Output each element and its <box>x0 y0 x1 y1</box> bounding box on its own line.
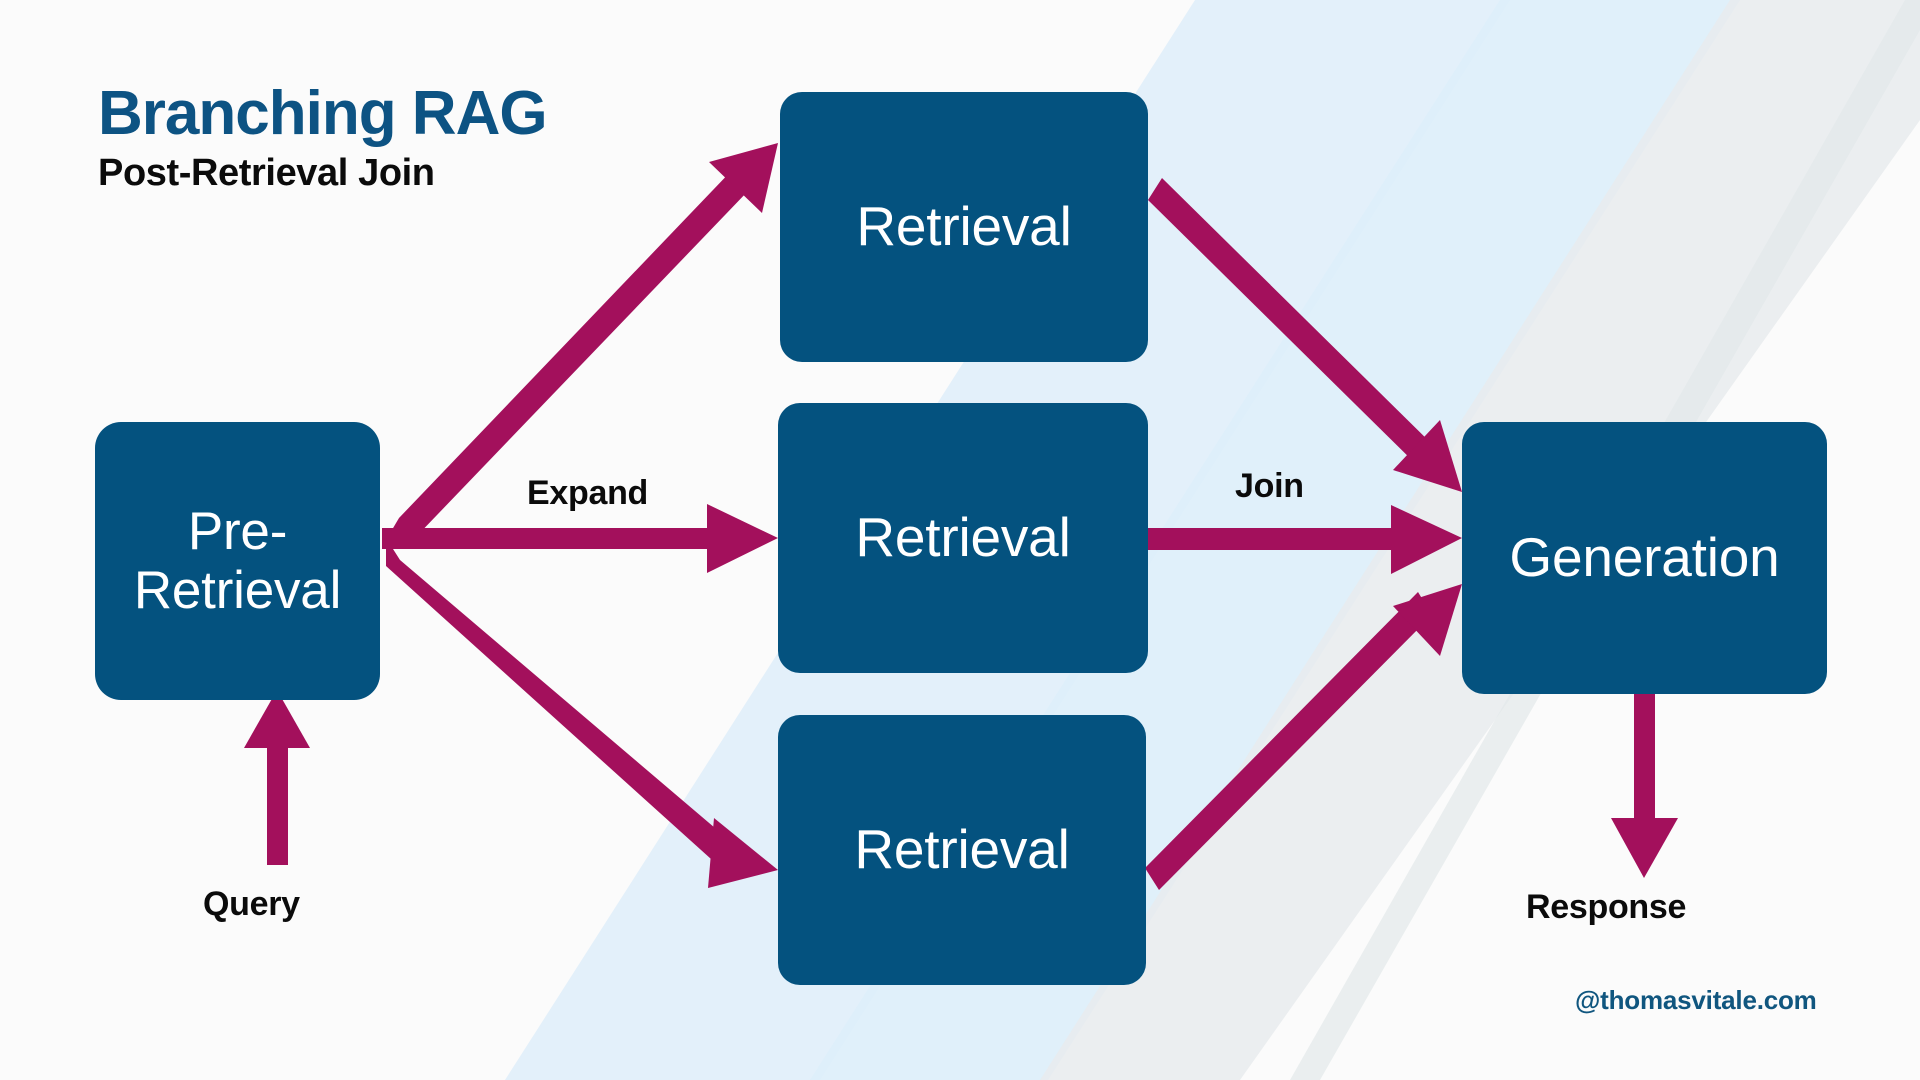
node-retrieval-top[interactable]: Retrieval <box>780 92 1148 362</box>
node-pre-retrieval-label: Pre- Retrieval <box>133 501 342 620</box>
node-retrieval-middle[interactable]: Retrieval <box>778 403 1148 673</box>
node-pre-retrieval[interactable]: Pre- Retrieval <box>95 422 380 700</box>
watermark-credit: @thomasvitale.com <box>1575 985 1817 1015</box>
page-title: Branching RAG <box>98 79 548 148</box>
edge-label-response: Response <box>1526 888 1687 926</box>
edge-label-join: Join <box>1235 467 1304 505</box>
edge-label-expand: Expand <box>527 474 649 512</box>
node-retrieval-bottom[interactable]: Retrieval <box>778 715 1146 985</box>
edge-label-query: Query <box>203 885 300 923</box>
page-subtitle: Post-Retrieval Join <box>98 152 435 194</box>
node-generation-label: Generation <box>1509 526 1780 589</box>
node-generation[interactable]: Generation <box>1462 422 1827 694</box>
node-retrieval-bottom-label: Retrieval <box>854 818 1070 881</box>
node-retrieval-top-label: Retrieval <box>856 195 1072 258</box>
node-retrieval-middle-label: Retrieval <box>855 506 1071 569</box>
